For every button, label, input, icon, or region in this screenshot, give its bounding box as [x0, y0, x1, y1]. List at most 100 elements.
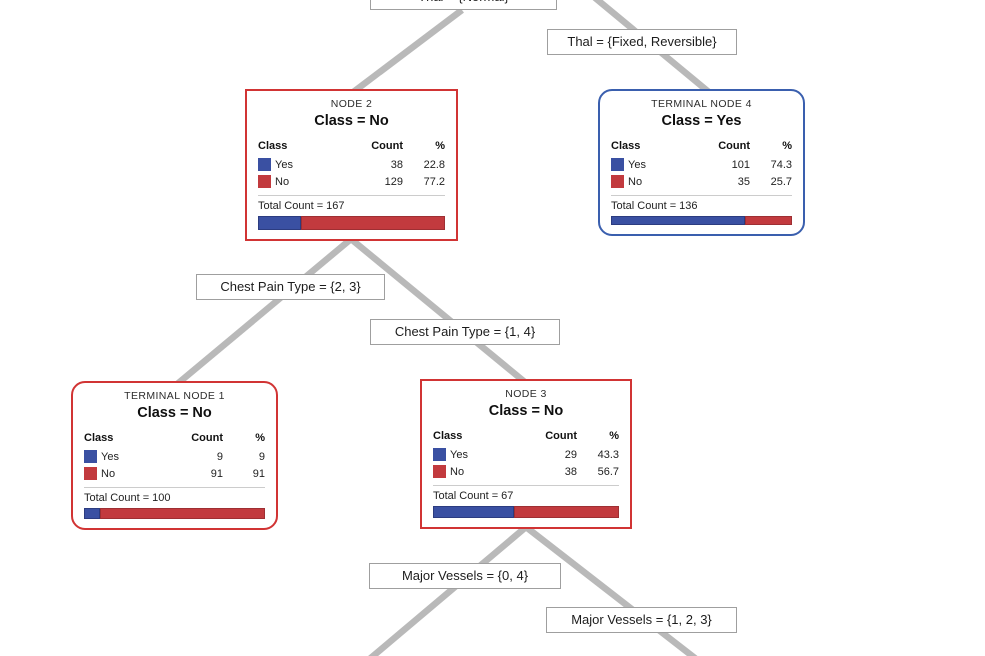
class-distribution-bar: [84, 508, 265, 519]
row-label: No: [450, 465, 465, 478]
class-no-swatch-icon: [84, 467, 97, 480]
row-pct: 22.8: [423, 158, 445, 171]
table-header-row: Class Count %: [611, 138, 792, 154]
bar-yes-segment: [84, 508, 101, 519]
col-header-pct: %: [609, 430, 619, 442]
class-yes-swatch-icon: [84, 450, 97, 463]
class-no-swatch-icon: [611, 175, 624, 188]
col-header-pct: %: [255, 432, 265, 444]
table-row-no: No 38 56.7: [433, 463, 619, 480]
total-count-label: Total Count = 167: [258, 195, 445, 213]
bar-no-segment: [300, 216, 445, 230]
edge-node3-to-left-child: [368, 524, 529, 656]
edge-label-chest-pain-2-3: Chest Pain Type = {2, 3}: [196, 274, 385, 300]
edge-node3-to-right-child: [524, 524, 698, 656]
edge-root-to-node2: [350, 7, 464, 96]
bar-no-segment: [100, 508, 265, 519]
row-pct: 77.2: [423, 175, 445, 188]
node-class-label: Class = Yes: [661, 113, 742, 129]
col-header-count: Count: [371, 140, 403, 152]
col-header-count: Count: [191, 432, 223, 444]
row-label: Yes: [450, 448, 468, 461]
row-pct: 91: [252, 467, 265, 480]
col-header-count: Count: [718, 140, 750, 152]
table-header-row: Class Count %: [258, 138, 445, 154]
row-count: 129: [384, 175, 403, 188]
node-title: NODE 2: [330, 98, 373, 110]
edge-label-major-vessels-0-4: Major Vessels = {0, 4}: [369, 563, 561, 589]
bar-yes-segment: [433, 506, 514, 518]
total-count-label: Total Count = 67: [433, 485, 619, 503]
class-yes-swatch-icon: [611, 158, 624, 171]
row-label: No: [275, 175, 290, 188]
col-header-class: Class: [611, 140, 641, 152]
row-count: 29: [564, 448, 577, 461]
class-no-swatch-icon: [258, 175, 271, 188]
class-table: Class Count % Yes 9 9 No 91 91: [84, 430, 265, 482]
col-header-pct: %: [782, 140, 792, 152]
table-row-no: No 91 91: [84, 465, 265, 482]
row-pct: 43.3: [597, 448, 619, 461]
col-header-pct: %: [435, 140, 445, 152]
edge-label-thal-normal: Thal = {Normal}: [370, 0, 557, 10]
edge-node2-to-node3: [348, 236, 529, 386]
col-header-class: Class: [84, 432, 114, 444]
row-pct: 9: [258, 450, 265, 463]
tree-terminal-node-1[interactable]: TERMINAL NODE 1 Class = No Class Count %…: [71, 381, 278, 530]
row-pct: 25.7: [770, 175, 792, 188]
node-title: TERMINAL NODE 4: [651, 98, 752, 110]
edge-node2-to-terminal-node1: [173, 236, 354, 388]
class-yes-swatch-icon: [258, 158, 271, 171]
edge-label-chest-pain-1-4: Chest Pain Type = {1, 4}: [370, 319, 560, 345]
col-header-class: Class: [258, 140, 288, 152]
edge-label-major-vessels-1-2-3: Major Vessels = {1, 2, 3}: [546, 607, 737, 633]
total-count-label: Total Count = 100: [84, 487, 265, 505]
class-no-swatch-icon: [433, 465, 446, 478]
node-title: TERMINAL NODE 1: [124, 390, 225, 402]
class-distribution-bar: [258, 216, 445, 230]
tree-node-2[interactable]: NODE 2 Class = No Class Count % Yes 38 2…: [245, 89, 458, 241]
edge-label-thal-fixed-reversible: Thal = {Fixed, Reversible}: [547, 29, 737, 55]
class-yes-swatch-icon: [433, 448, 446, 461]
row-label: Yes: [275, 158, 293, 171]
bar-yes-segment: [258, 216, 301, 230]
row-count: 38: [390, 158, 403, 171]
row-pct: 74.3: [770, 158, 792, 171]
row-count: 101: [731, 158, 750, 171]
class-distribution-bar: [611, 216, 792, 225]
table-header-row: Class Count %: [84, 430, 265, 446]
tree-node-3[interactable]: NODE 3 Class = No Class Count % Yes 29 4…: [420, 379, 632, 529]
bar-no-segment: [745, 216, 792, 225]
bar-no-segment: [513, 506, 619, 518]
row-count: 9: [216, 450, 223, 463]
row-label: No: [628, 175, 643, 188]
node-class-label: Class = No: [488, 403, 564, 419]
row-label: No: [101, 467, 116, 480]
table-row-no: No 129 77.2: [258, 173, 445, 190]
row-label: Yes: [628, 158, 646, 171]
table-row-yes: Yes 9 9: [84, 448, 265, 465]
tree-terminal-node-4[interactable]: TERMINAL NODE 4 Class = Yes Class Count …: [598, 89, 805, 236]
node-class-label: Class = No: [137, 405, 212, 421]
node-class-label: Class = No: [314, 113, 389, 129]
col-header-class: Class: [433, 430, 463, 442]
total-count-label: Total Count = 136: [611, 195, 792, 213]
table-row-yes: Yes 29 43.3: [433, 446, 619, 463]
table-row-yes: Yes 101 74.3: [611, 156, 792, 173]
table-row-yes: Yes 38 22.8: [258, 156, 445, 173]
class-table: Class Count % Yes 101 74.3 No 35 25.7: [611, 138, 792, 190]
class-distribution-bar: [433, 506, 619, 518]
class-table: Class Count % Yes 29 43.3 No 38 56.7: [433, 428, 619, 480]
node-title: NODE 3: [505, 388, 547, 400]
col-header-count: Count: [545, 430, 577, 442]
row-count: 38: [564, 465, 577, 478]
table-header-row: Class Count %: [433, 428, 619, 444]
table-row-no: No 35 25.7: [611, 173, 792, 190]
row-label: Yes: [101, 450, 119, 463]
bar-yes-segment: [611, 216, 746, 225]
class-table: Class Count % Yes 38 22.8 No 129 77.2: [258, 138, 445, 190]
row-pct: 56.7: [597, 465, 619, 478]
row-count: 35: [737, 175, 750, 188]
